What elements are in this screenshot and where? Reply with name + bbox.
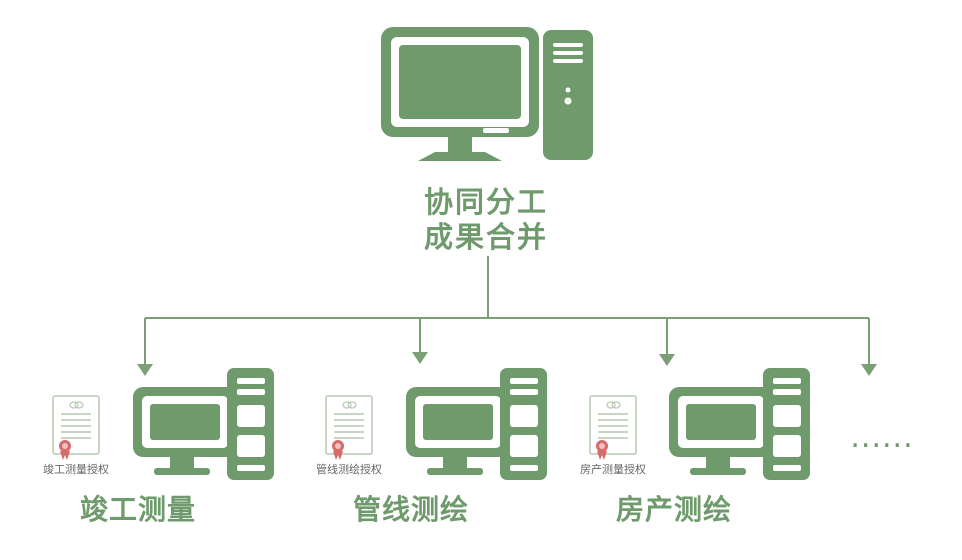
- node-1-title: 竣工测量: [79, 493, 196, 526]
- node-3-title: 房产测绘: [615, 493, 732, 526]
- node-3-auth-label: 房产测量授权: [580, 463, 646, 476]
- certificate-icon: [52, 395, 100, 461]
- center-label-line-2: 成果合并: [423, 220, 548, 254]
- main-computer-icon: [381, 27, 593, 161]
- more-nodes-ellipsis: ......: [850, 420, 914, 455]
- node-2-auth-label: 管线测绘授权: [316, 463, 382, 476]
- node-1-auth-label: 竣工测量授权: [43, 463, 109, 476]
- desktop-computer-icon: [406, 368, 547, 480]
- certificate-icon: [325, 395, 373, 461]
- connector-lines: [144, 256, 870, 373]
- arrowheads: [137, 352, 877, 376]
- certificate-icon: [589, 395, 637, 461]
- center-label-line-1: 协同分工: [423, 185, 548, 219]
- desktop-computer-icon: [669, 368, 810, 480]
- desktop-computer-icon: [133, 368, 274, 480]
- node-2-title: 管线测绘: [352, 493, 469, 526]
